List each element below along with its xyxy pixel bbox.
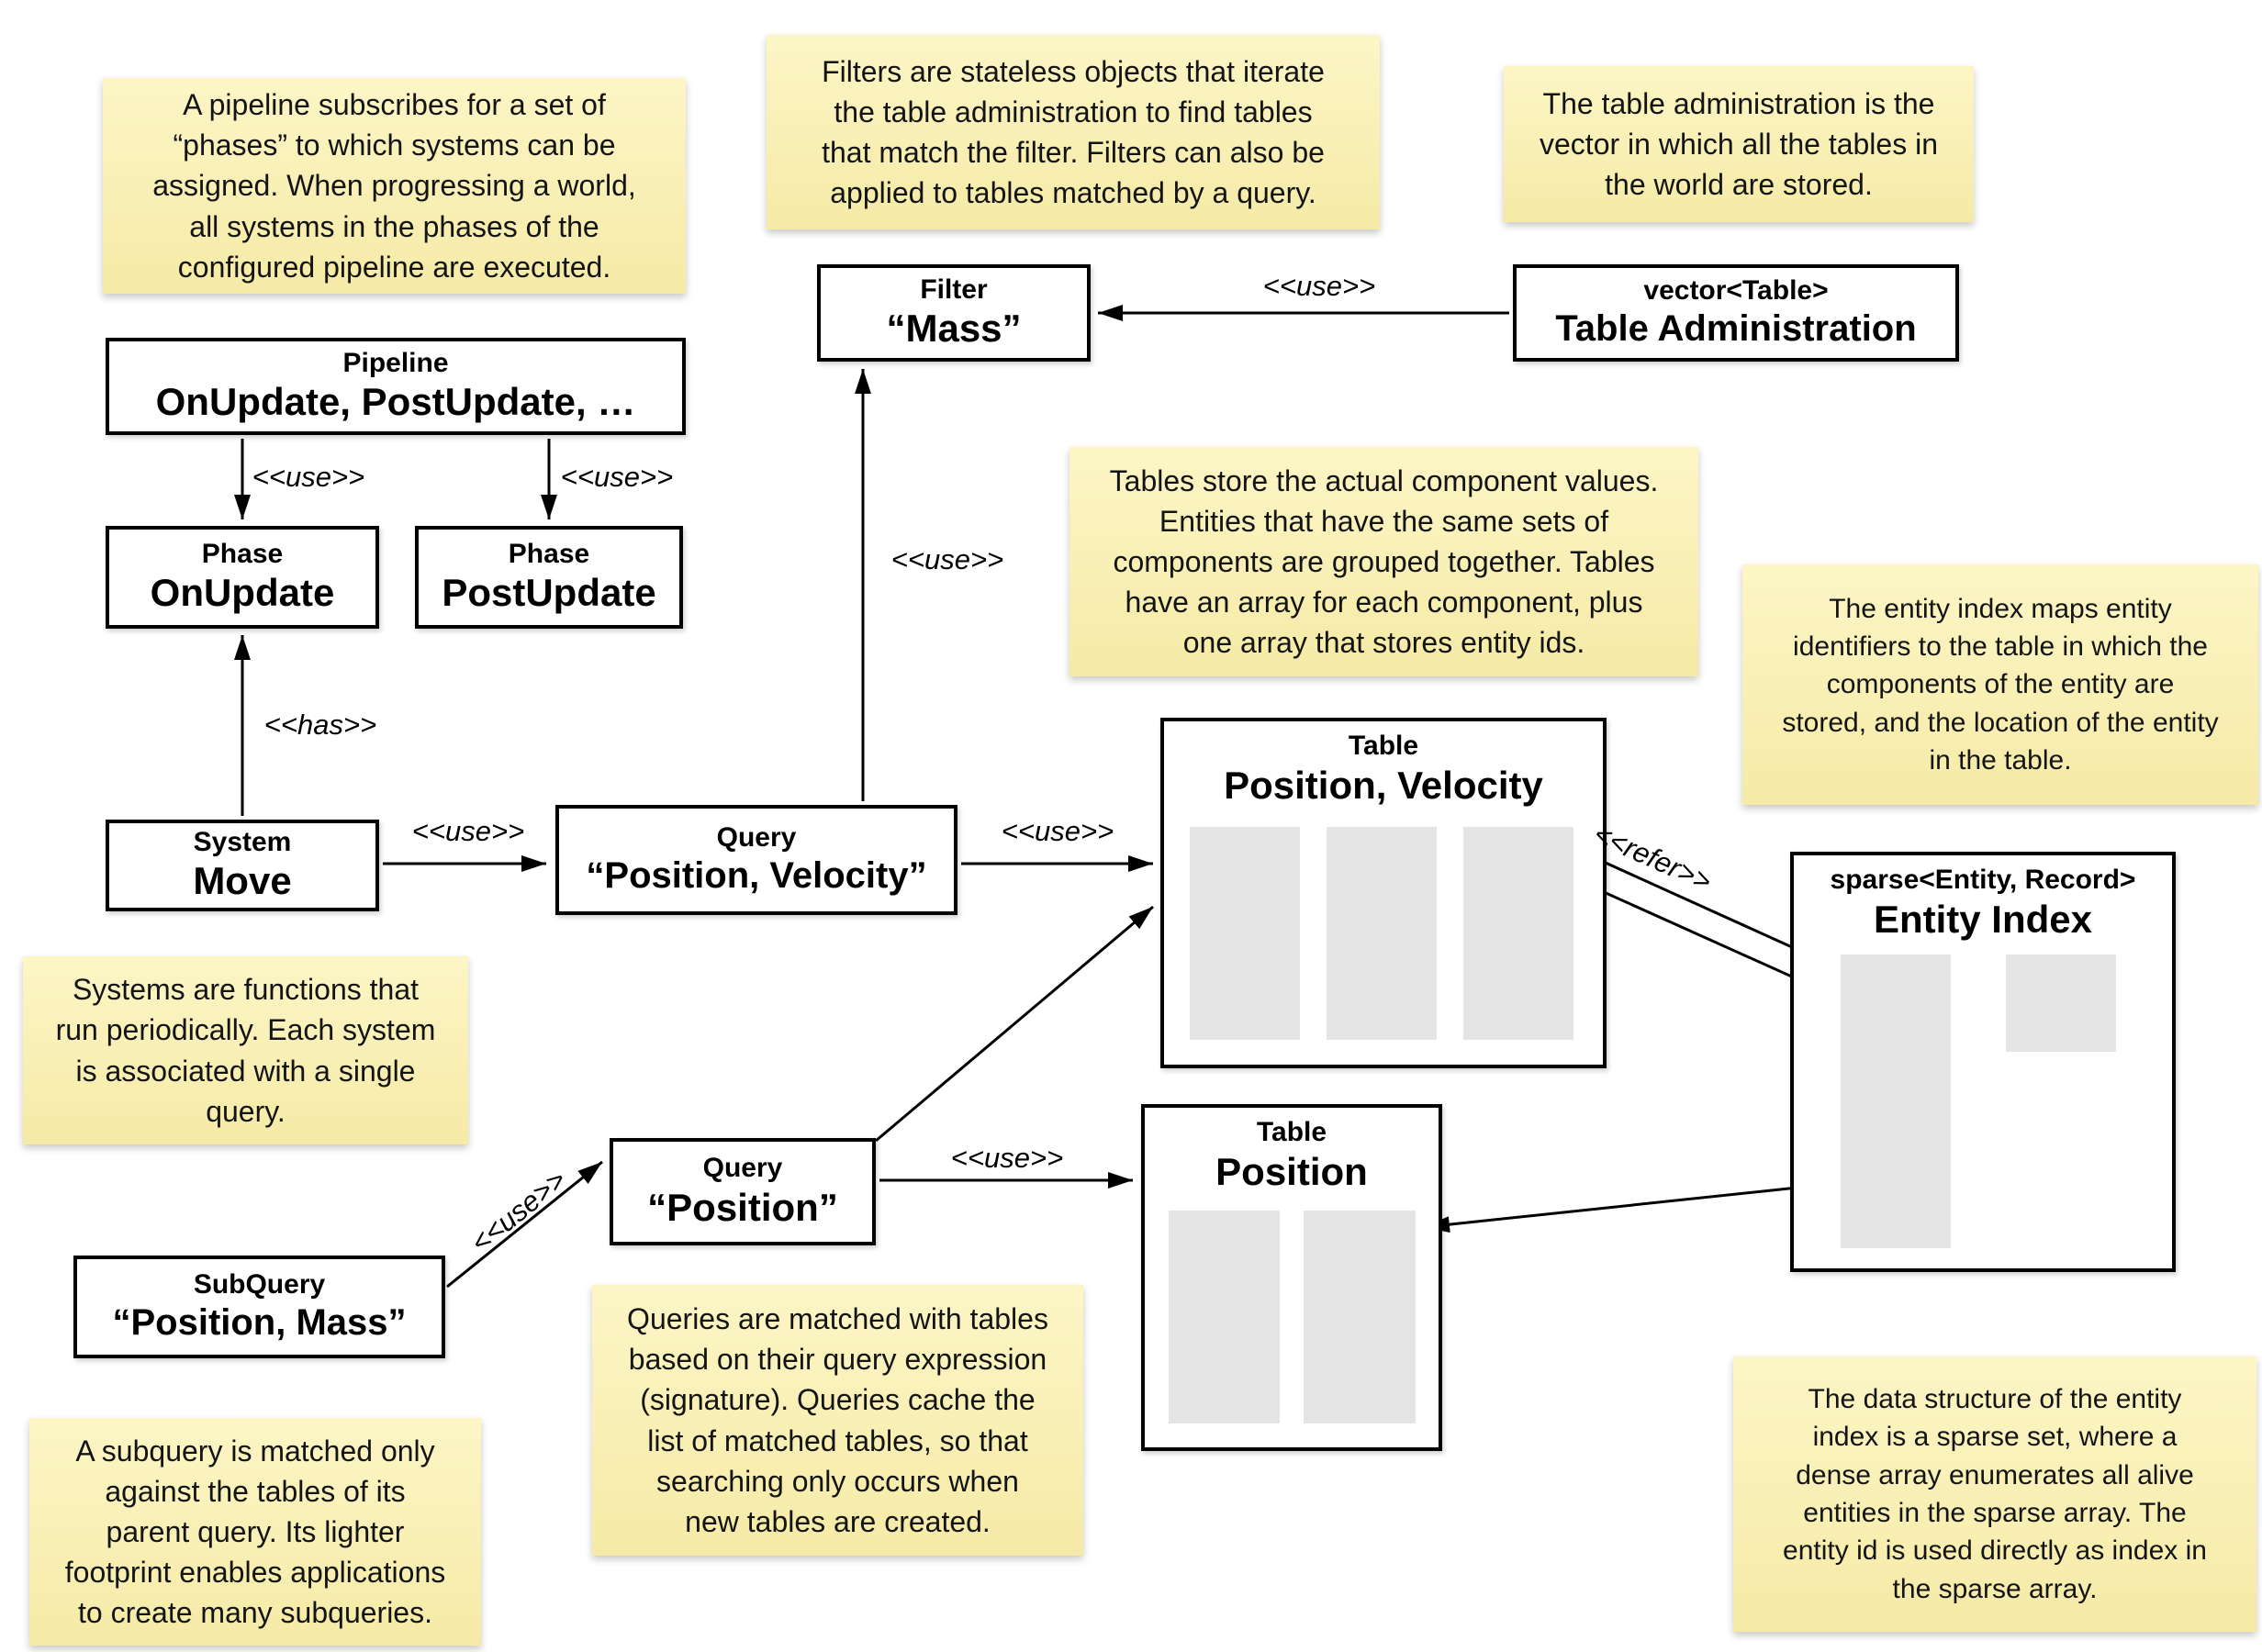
box-phase-onupdate-stereotype: Phase [201,538,284,569]
arrow-index-refer-tablepos [1424,1181,1842,1233]
component-array-bar [1304,1211,1416,1423]
box-query-pos-stereotype: Query [702,1153,783,1184]
note-table-administration: The table administration is the vector i… [1504,66,1974,222]
component-array-bar [1327,827,1437,1040]
box-table-pos: Table Position [1141,1104,1442,1451]
label-use-query-filter: <<use>> [890,543,1004,575]
note-pipeline-text: A pipeline subscribes for a set of “phas… [152,88,636,284]
note-queries: Queries are matched with tables based on… [592,1285,1083,1556]
box-entity-index-name: Entity Index [1873,897,2093,941]
note-table-administration-text: The table administration is the vector i… [1540,86,1938,202]
box-subquery-stereotype: SubQuery [193,1268,326,1300]
component-array-bar [1190,827,1300,1040]
box-subquery: SubQuery “Position, Mass” [73,1256,445,1358]
note-subquery-text: A subquery is matched only against the t… [64,1434,446,1630]
box-query-pos-vel: Query “Position, Velocity” [555,805,957,915]
box-phase-onupdate: Phase OnUpdate [106,526,379,629]
box-pipeline-stereotype: Pipeline [342,347,449,378]
note-systems-text: Systems are functions that run periodica… [55,973,436,1128]
box-phase-onupdate-name: OnUpdate [150,571,335,615]
label-use-querypv-tablepv: <<use>> [1001,815,1114,847]
box-phase-postupdate-stereotype: Phase [508,538,590,569]
note-entity-index-text: The entity index maps entity identifiers… [1782,593,2219,776]
box-table-pos-vel-stereotype: Table [1348,731,1419,761]
box-query-pos-name: “Position” [647,1185,838,1229]
box-table-pos-vel-name: Position, Velocity [1224,763,1543,807]
arrow-querypos-to-tablepv [875,905,1154,1143]
note-subquery: A subquery is matched only against the t… [29,1418,481,1646]
box-query-pos: Query “Position” [610,1138,876,1245]
label-use-subquery-querypos: <<use>> [465,1163,573,1259]
label-refer-index-table: <<refer>> [1588,817,1717,899]
label-use-querypos-tablepos: <<use>> [950,1142,1064,1174]
label-use-pipeline-onupdate: <<use>> [252,461,365,493]
box-filter-mass-name: “Mass” [886,307,1022,351]
box-system-move: System Move [106,820,379,911]
box-filter-mass-stereotype: Filter [920,273,988,305]
box-table-admin-stereotype: vector<Table> [1643,274,1829,306]
component-array-bar [1463,827,1573,1040]
label-has-system-phase: <<has>> [263,709,377,741]
label-use-pipeline-postupdate: <<use>> [560,461,674,493]
label-use-admin-filter: <<use>> [1262,270,1376,302]
box-system-move-stereotype: System [193,826,292,857]
box-table-admin: vector<Table> Table Administration [1513,264,1959,362]
note-pipeline: A pipeline subscribes for a set of “phas… [103,78,686,294]
note-tables-text: Tables store the actual component values… [1109,463,1659,660]
box-pipeline: Pipeline OnUpdate, PostUpdate, … [106,338,686,435]
box-phase-postupdate-name: PostUpdate [442,571,656,615]
note-systems: Systems are functions that run periodica… [23,956,468,1144]
box-table-pos-stereotype: Table [1256,1117,1327,1147]
note-entity-index: The entity index maps entity identifiers… [1742,564,2258,805]
box-filter-mass: Filter “Mass” [817,264,1091,362]
sparse-array-bar [1841,954,1951,1248]
box-system-move-name: Move [193,859,292,903]
box-entity-index-stereotype: sparse<Entity, Record> [1830,865,2136,895]
dense-array-bar [2006,954,2116,1052]
box-pipeline-name: OnUpdate, PostUpdate, … [155,380,636,424]
note-filters: Filters are stateless objects that itera… [767,35,1380,229]
box-table-admin-name: Table Administration [1555,308,1917,350]
box-query-pos-vel-name: “Position, Velocity” [586,855,927,897]
note-sparse-set: The data structure of the entity index i… [1733,1356,2256,1632]
box-table-pos-name: Position [1215,1149,1368,1193]
label-use-system-query: <<use>> [411,815,525,847]
box-table-pos-vel: Table Position, Velocity [1160,718,1607,1068]
box-phase-postupdate: Phase PostUpdate [415,526,683,629]
box-entity-index: sparse<Entity, Record> Entity Index [1790,852,2176,1272]
note-filters-text: Filters are stateless objects that itera… [822,54,1325,210]
note-sparse-set-text: The data structure of the entity index i… [1783,1383,2207,1604]
box-subquery-name: “Position, Mass” [112,1302,407,1344]
box-query-pos-vel-stereotype: Query [716,821,797,853]
note-tables: Tables store the actual component values… [1069,447,1698,676]
component-array-bar [1169,1211,1280,1423]
note-queries-text: Queries are matched with tables based on… [627,1302,1048,1538]
